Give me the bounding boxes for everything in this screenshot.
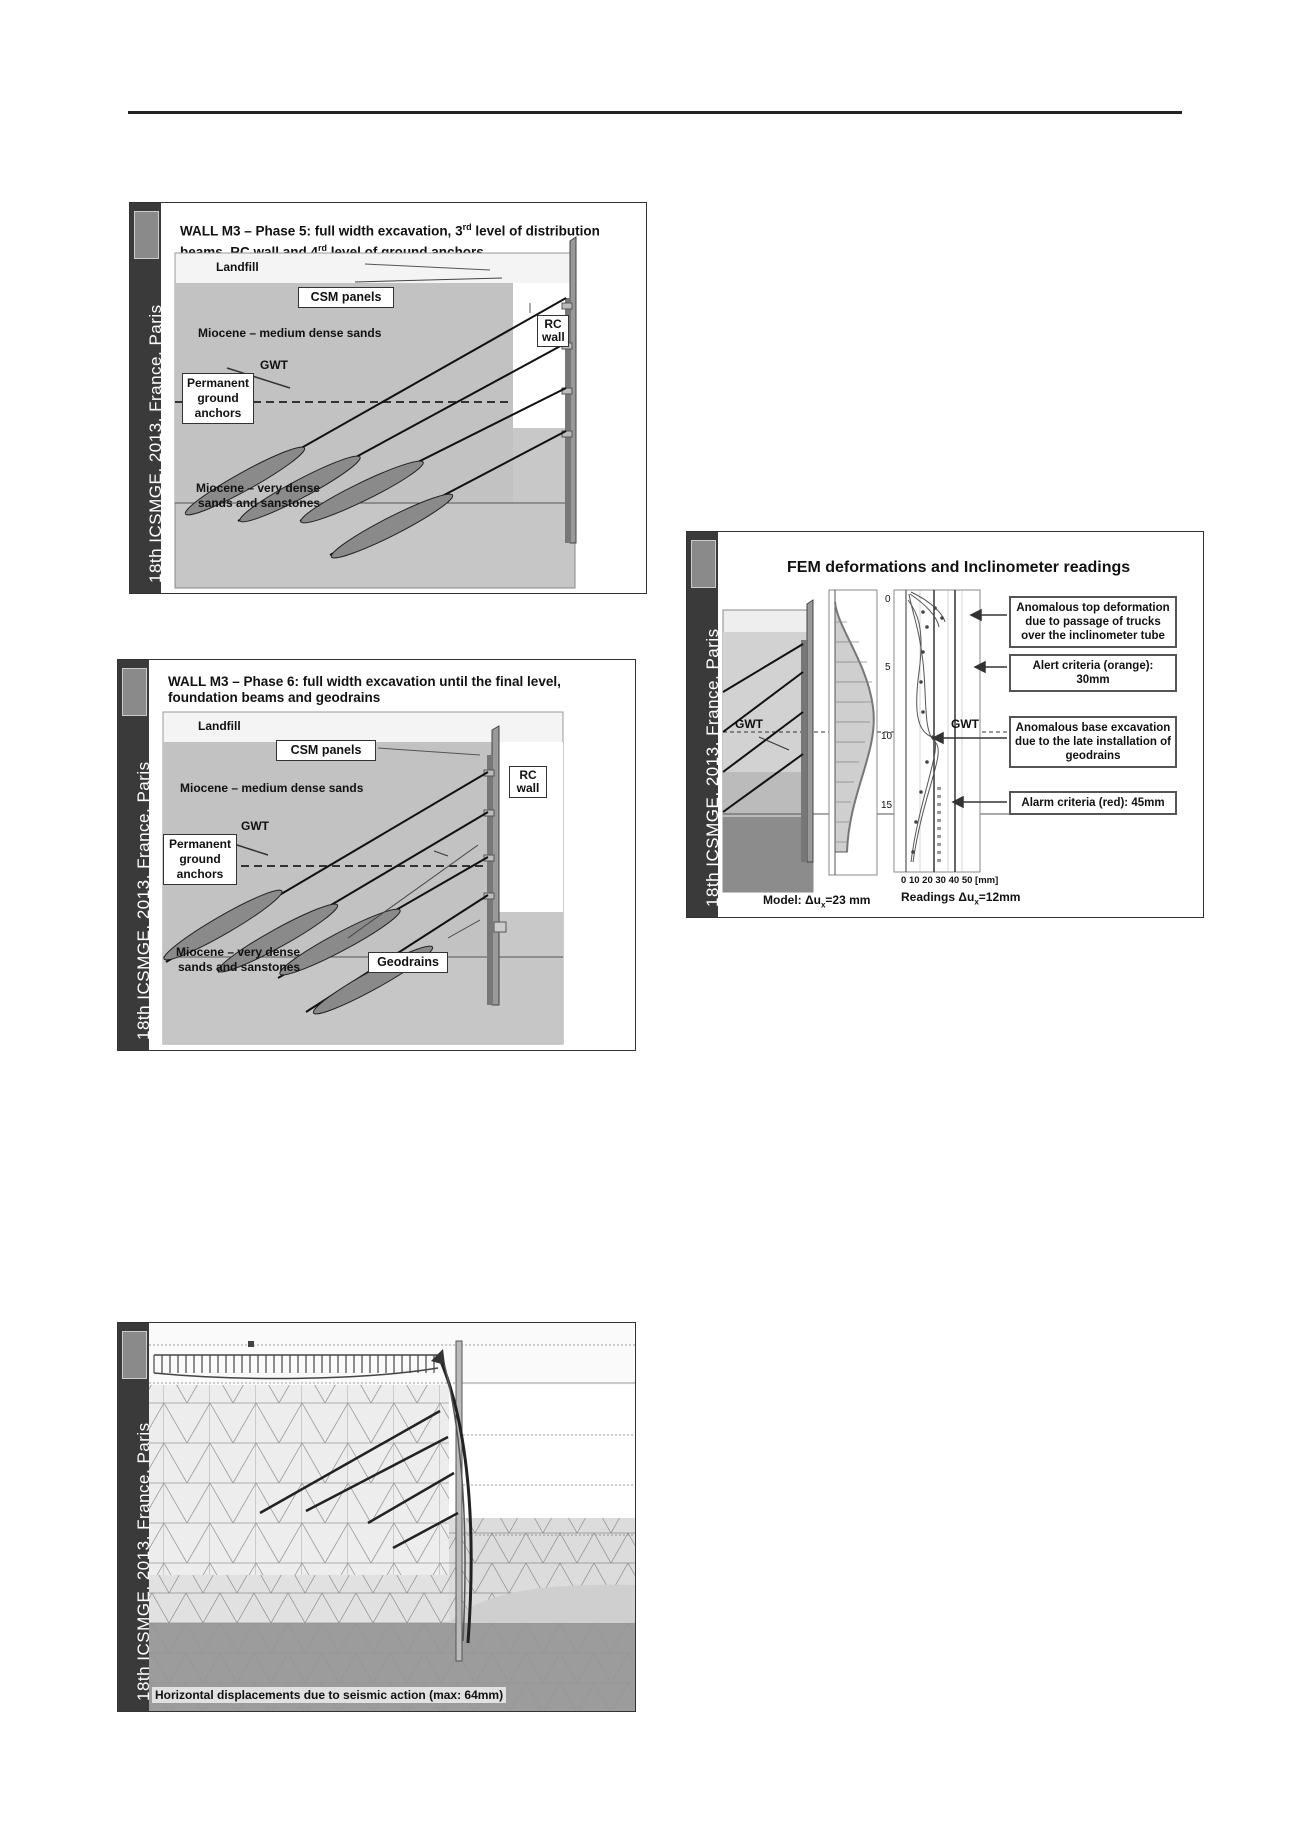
label-gwt-right: GWT — [951, 717, 979, 731]
conference-sidebar: 18th ICSMGE, 2013, France, Paris — [687, 532, 722, 917]
eiffel-tower-icon — [122, 1331, 147, 1379]
label-dense-sands-2: sands and sanstones — [178, 960, 301, 974]
label-dense-sands-1: Miocene – very dense — [196, 481, 321, 495]
label-dense-sands-1: Miocene – very dense — [176, 945, 301, 959]
label-ground-anchors: Permanent ground anchors — [163, 834, 237, 885]
readings-value: Readings Δux=12mm — [901, 890, 1021, 907]
label-landfill: Landfill — [198, 719, 241, 733]
figure-title: WALL M3 – Phase 6: full width excavation… — [168, 674, 561, 705]
conference-sidebar: 18th ICSMGE, 2013, France, Paris — [118, 660, 153, 1050]
figure-title: FEM deformations and Inclinometer readin… — [787, 559, 1131, 576]
note-anomalous-top: Anomalous top deformation due to passage… — [1009, 596, 1177, 648]
header-rule — [128, 111, 1182, 114]
eiffel-tower-icon — [134, 211, 159, 259]
label-medium-sands: Miocene – medium dense sands — [180, 781, 364, 795]
note-alarm-criteria: Alarm criteria (red): 45mm — [1009, 791, 1177, 815]
figure-caption: Horizontal displacements due to seismic … — [152, 1687, 507, 1703]
label-landfill: Landfill — [216, 260, 259, 274]
model-value: Model: Δux=23 mm — [763, 893, 871, 910]
label-gwt: GWT — [260, 358, 288, 372]
note-alert-criteria: Alert criteria (orange): 30mm — [1009, 654, 1177, 692]
depth-tick: 0 — [885, 594, 891, 605]
figure-phase-6: 18th ICSMGE, 2013, France, Paris WALL M3… — [117, 659, 636, 1051]
eiffel-tower-icon — [691, 540, 716, 588]
label-geodrains: Geodrains — [368, 952, 448, 973]
eiffel-tower-icon — [122, 668, 147, 716]
conference-sidebar: 18th ICSMGE, 2013, France, Paris — [130, 203, 165, 593]
label-rc-wall: RC wall — [509, 766, 547, 798]
wall-section-drawing — [162, 711, 564, 1045]
figure-seismic-displacements: 18th ICSMGE, 2013, France, Paris — [117, 1322, 636, 1712]
label-rc-wall: RC wall — [537, 315, 569, 347]
label-gwt-left: GWT — [735, 717, 763, 731]
label-dense-sands-2: sands and sanstones — [198, 496, 321, 510]
label-ground-anchors: Permanent ground anchors — [182, 373, 254, 424]
figure-phase-5: 18th ICSMGE, 2013, France, Paris WALL M3… — [129, 202, 647, 594]
label-csm-panels: CSM panels — [298, 287, 394, 308]
depth-tick: 10 — [881, 731, 893, 742]
label-csm-panels: CSM panels — [276, 740, 376, 761]
x-axis-ticks: 0 10 20 30 40 50 [mm] — [901, 875, 999, 886]
label-gwt: GWT — [241, 819, 269, 833]
depth-tick: 15 — [881, 800, 893, 811]
fem-inclinometer-chart — [722, 589, 1107, 893]
depth-tick: 5 — [885, 662, 891, 673]
figure-fem-inclinometer: 18th ICSMGE, 2013, France, Paris FEM def… — [686, 531, 1204, 918]
label-medium-sands: Miocene – medium dense sands — [198, 326, 382, 340]
wall-section-drawing — [174, 236, 577, 589]
conference-sidebar: 18th ICSMGE, 2013, France, Paris — [118, 1323, 153, 1711]
note-anomalous-base: Anomalous base excavation due to the lat… — [1009, 716, 1177, 768]
fem-mesh-drawing — [149, 1323, 635, 1711]
